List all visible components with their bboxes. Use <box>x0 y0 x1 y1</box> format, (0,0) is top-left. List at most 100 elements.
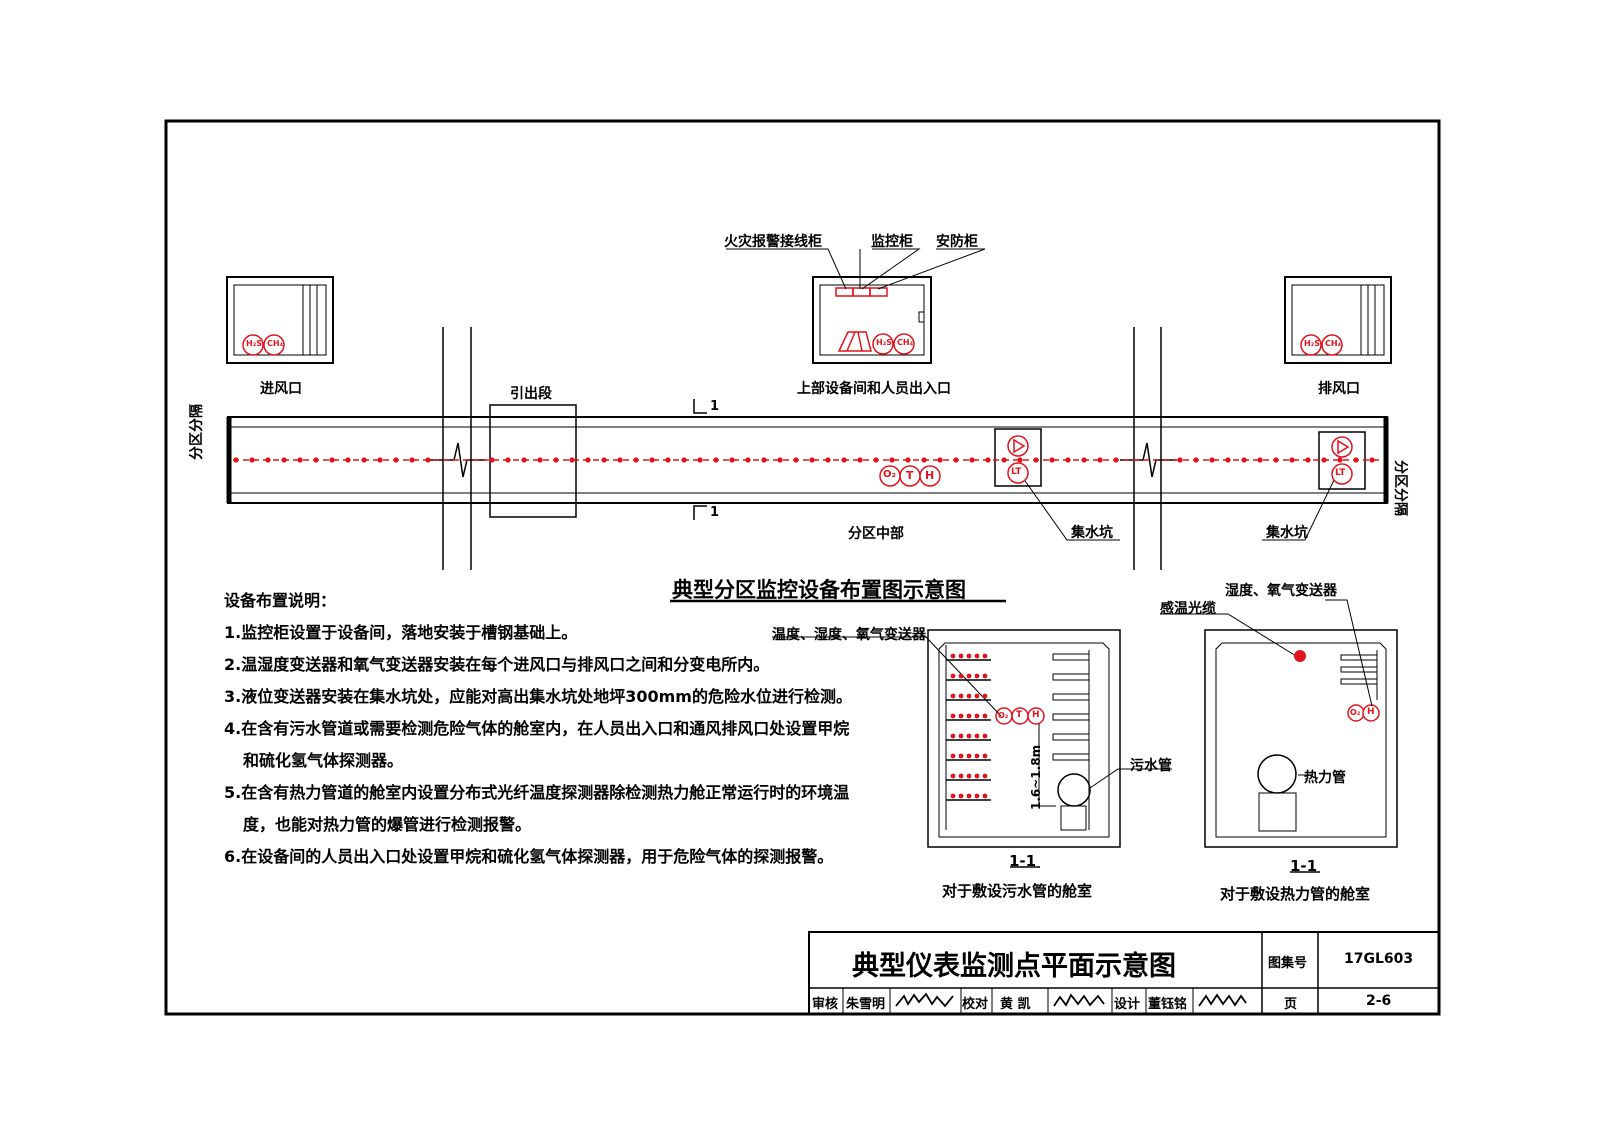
fiber-dot <box>665 457 671 463</box>
fiber-dot <box>537 457 543 463</box>
cable-tray <box>1340 678 1378 685</box>
signatures <box>895 992 1247 1008</box>
inlet-room <box>226 276 334 364</box>
cable-tray <box>1052 673 1090 681</box>
h2s-sensor-text: H₂S <box>1304 339 1320 348</box>
fiber-dot <box>1193 457 1199 463</box>
cable-dot <box>950 693 956 699</box>
cable-dot <box>958 773 964 779</box>
fiber-dot <box>1033 457 1039 463</box>
cable-dot <box>958 713 964 719</box>
cable-tray <box>1052 653 1090 661</box>
cable-tray <box>1052 733 1090 741</box>
ch4-sensor-text: CH₄ <box>897 338 914 347</box>
fiber-dot <box>409 457 415 463</box>
fiber-dot <box>745 457 751 463</box>
fiber-dot <box>713 457 719 463</box>
cable-dot <box>982 793 988 799</box>
cable-dot <box>966 713 972 719</box>
sump-label-2: 集水坑 <box>1266 525 1308 541</box>
fiber-dot <box>1065 457 1071 463</box>
fiber-dot <box>921 457 927 463</box>
fiber-dot <box>393 457 399 463</box>
fiber-dot <box>1113 457 1119 463</box>
fire-alarm-cabinet <box>835 287 854 297</box>
note-line: 5.在含有热力管道的舱室内设置分布式光纤温度探测器除检测热力舱正常运行时的环境温 <box>224 783 850 802</box>
fiber-dot <box>1257 457 1263 463</box>
o2-sensor-text: O₂ <box>1350 708 1361 717</box>
level-sensor-icon <box>1007 462 1029 484</box>
fiber-dot <box>617 457 623 463</box>
atlas-number: 17GL603 <box>1344 951 1414 967</box>
fiber-dot <box>1017 457 1023 463</box>
fiber-dot <box>1369 457 1375 463</box>
cable-trays-left-section <box>1052 653 1090 761</box>
fiber-dot <box>281 457 287 463</box>
note-line: 1.监控柜设置于设备间，落地安装于槽钢基础上。 <box>224 623 578 642</box>
cable-dot <box>966 793 972 799</box>
h-sensor-text: H <box>1367 707 1375 717</box>
fiber-dot <box>681 457 687 463</box>
lt-sensor-text: LT <box>1011 467 1022 477</box>
partition-left-label: 分区分隔 <box>189 404 205 460</box>
ch4-sensor-icon <box>1321 334 1343 356</box>
ch4-sensor-icon <box>263 334 285 356</box>
fiber-dot <box>761 457 767 463</box>
check-label: 校对 <box>962 997 989 1012</box>
fiber-dot <box>1321 457 1327 463</box>
cable-dot <box>966 693 972 699</box>
cable-dot <box>982 693 988 699</box>
cross-lines <box>430 327 1176 570</box>
fiber-dot <box>1049 457 1055 463</box>
fiber-dot <box>1289 457 1295 463</box>
dimension-label: 1.6~1.8m <box>1029 744 1043 810</box>
cable-dot <box>950 733 956 739</box>
fiber-dot <box>361 457 367 463</box>
zone-middle-label: 分区中部 <box>848 526 904 542</box>
h-sensor-text: H <box>1032 710 1040 720</box>
cable-dot <box>950 673 956 679</box>
designer-name: 董钰铭 <box>1148 997 1188 1012</box>
cable-dot <box>974 753 980 759</box>
cable-tray <box>1340 666 1378 673</box>
notes-heading: 设备布置说明： <box>224 591 337 610</box>
cable-dot <box>950 713 956 719</box>
stairs-icon <box>837 331 872 352</box>
cable-dot <box>974 693 980 699</box>
fiber-dot <box>649 457 655 463</box>
fiber-dot <box>1177 457 1183 463</box>
cable-tray <box>1340 654 1378 661</box>
cabinets <box>835 287 888 297</box>
cable-dot <box>982 773 988 779</box>
monitor-cabinet <box>852 287 871 297</box>
layout-title: 典型分区监控设备布置图示意图 <box>672 578 966 602</box>
fiber-dot <box>553 457 559 463</box>
sensor-symbols <box>242 333 1380 725</box>
lead-out-box <box>489 404 577 518</box>
cable-dot <box>982 733 988 739</box>
fiber-dot <box>857 457 863 463</box>
fiber-dot <box>1305 457 1311 463</box>
sump-label-1: 集水坑 <box>1071 525 1113 541</box>
cable-dot <box>966 653 972 659</box>
cable-dot <box>974 773 980 779</box>
cable-dot <box>958 793 964 799</box>
cable-dot <box>958 753 964 759</box>
drawing-frame <box>164 119 1441 1016</box>
right-section-caption: 对于敷设热力管的舱室 <box>1220 885 1371 903</box>
cable-dot <box>982 753 988 759</box>
monitor-cabinet-label: 监控柜 <box>871 234 913 250</box>
note-line: 度，也能对热力管的爆管进行检测报警。 <box>243 815 532 834</box>
note-line: 6.在设备间的人员出入口处设置甲烷和硫化氢气体探测器，用于危险气体的探测报警。 <box>224 847 834 866</box>
h2s-sensor-icon <box>1300 334 1322 356</box>
cable-dot <box>958 693 964 699</box>
fiber-dot <box>777 457 783 463</box>
humidity-sensor-icon <box>1027 707 1045 725</box>
page-label: 页 <box>1284 997 1298 1012</box>
fiber-dot <box>1241 457 1247 463</box>
cable-dot <box>966 773 972 779</box>
security-cabinet <box>869 287 888 297</box>
fiber-dot <box>793 457 799 463</box>
cable-dot <box>982 673 988 679</box>
equipment-room-label: 上部设备间和人员出入口 <box>797 381 951 397</box>
